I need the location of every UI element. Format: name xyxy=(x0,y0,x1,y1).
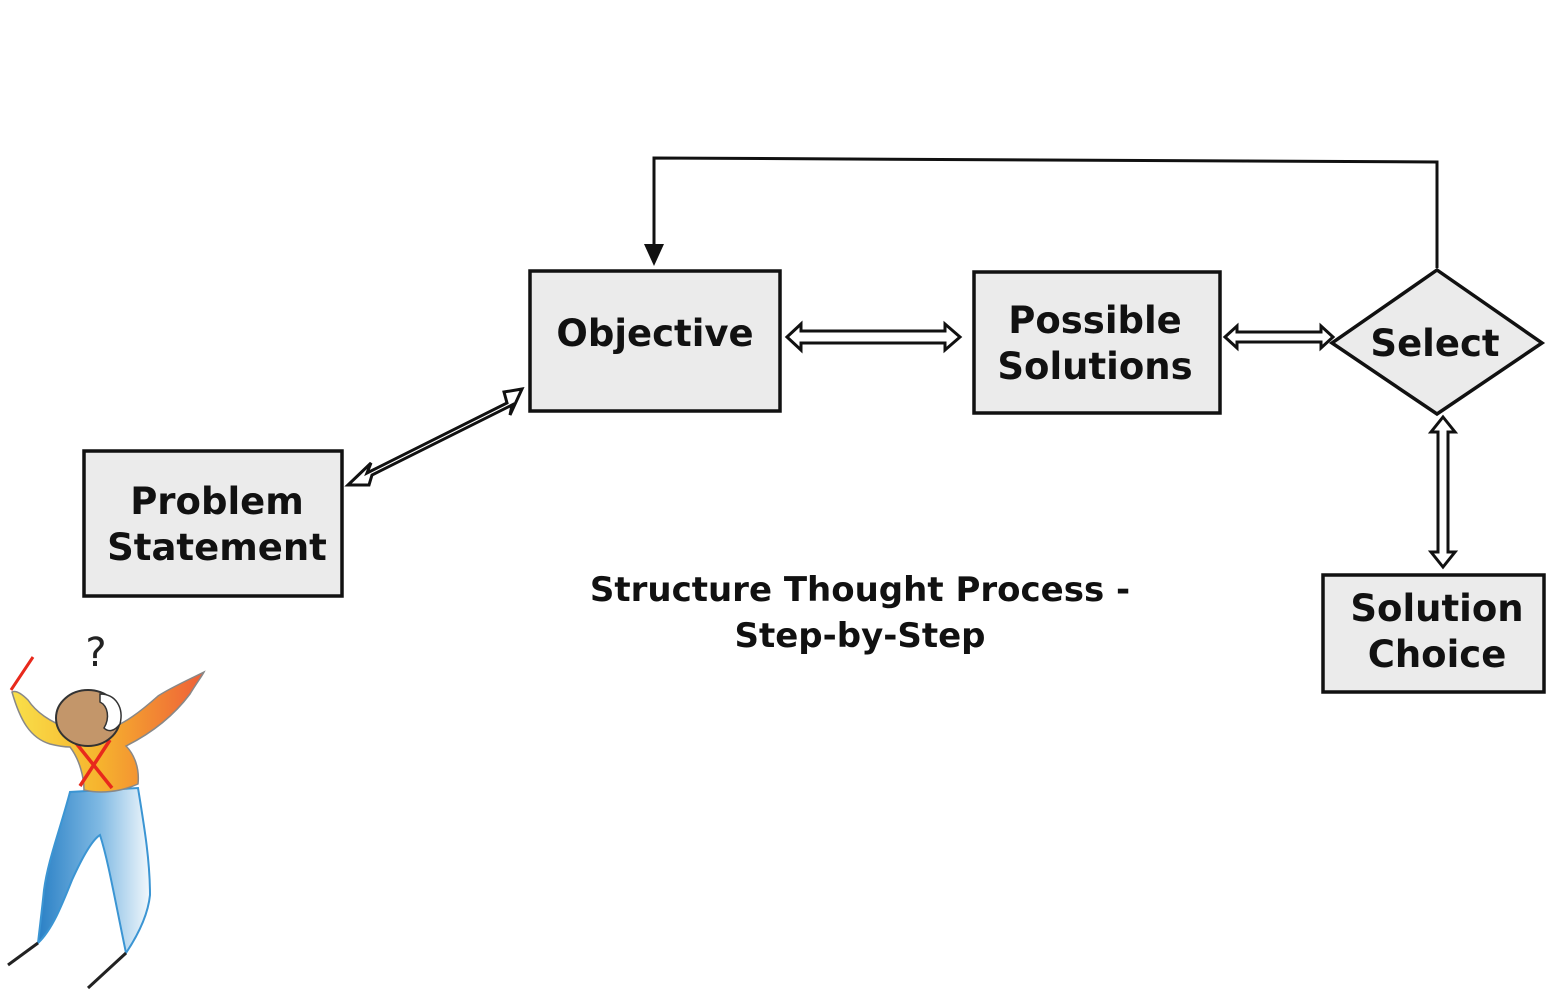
objective-label: Objective xyxy=(556,312,753,355)
node-objective: Objective xyxy=(528,269,782,413)
double-arrow-objective-solutions xyxy=(784,320,963,354)
node-solution-choice: Solution Choice xyxy=(1321,573,1546,694)
red-x-mark xyxy=(70,736,114,790)
possible-solutions-line2: Solutions xyxy=(997,345,1192,388)
confused-person-illustration: ? xyxy=(7,630,206,990)
question-mark-icon: ? xyxy=(85,630,106,676)
double-arrow-problem-objective xyxy=(344,387,525,487)
caption-line2: Step-by-Step xyxy=(735,616,986,656)
red-stick xyxy=(9,656,35,691)
node-problem-statement: Problem Statement xyxy=(82,449,344,598)
person-head xyxy=(55,689,122,747)
double-arrow-select-choice xyxy=(1427,414,1459,570)
feedback-loop-arrow xyxy=(644,156,1439,268)
solution-choice-line2: Choice xyxy=(1368,633,1507,676)
person-legs xyxy=(36,786,152,956)
diagram-caption: Structure Thought Process - Step-by-Step xyxy=(590,570,1130,656)
caption-line1: Structure Thought Process - xyxy=(590,570,1130,610)
solution-choice-line1: Solution xyxy=(1350,587,1523,630)
possible-solutions-line1: Possible xyxy=(1008,299,1182,342)
node-possible-solutions: Possible Solutions xyxy=(972,270,1222,415)
double-arrow-solutions-select xyxy=(1222,322,1336,352)
node-select-decision: Select xyxy=(1328,267,1546,417)
left-foot xyxy=(7,941,39,967)
problem-statement-line1: Problem xyxy=(130,480,304,523)
right-foot xyxy=(86,951,128,990)
problem-statement-line2: Statement xyxy=(107,526,327,569)
select-label: Select xyxy=(1370,322,1499,365)
